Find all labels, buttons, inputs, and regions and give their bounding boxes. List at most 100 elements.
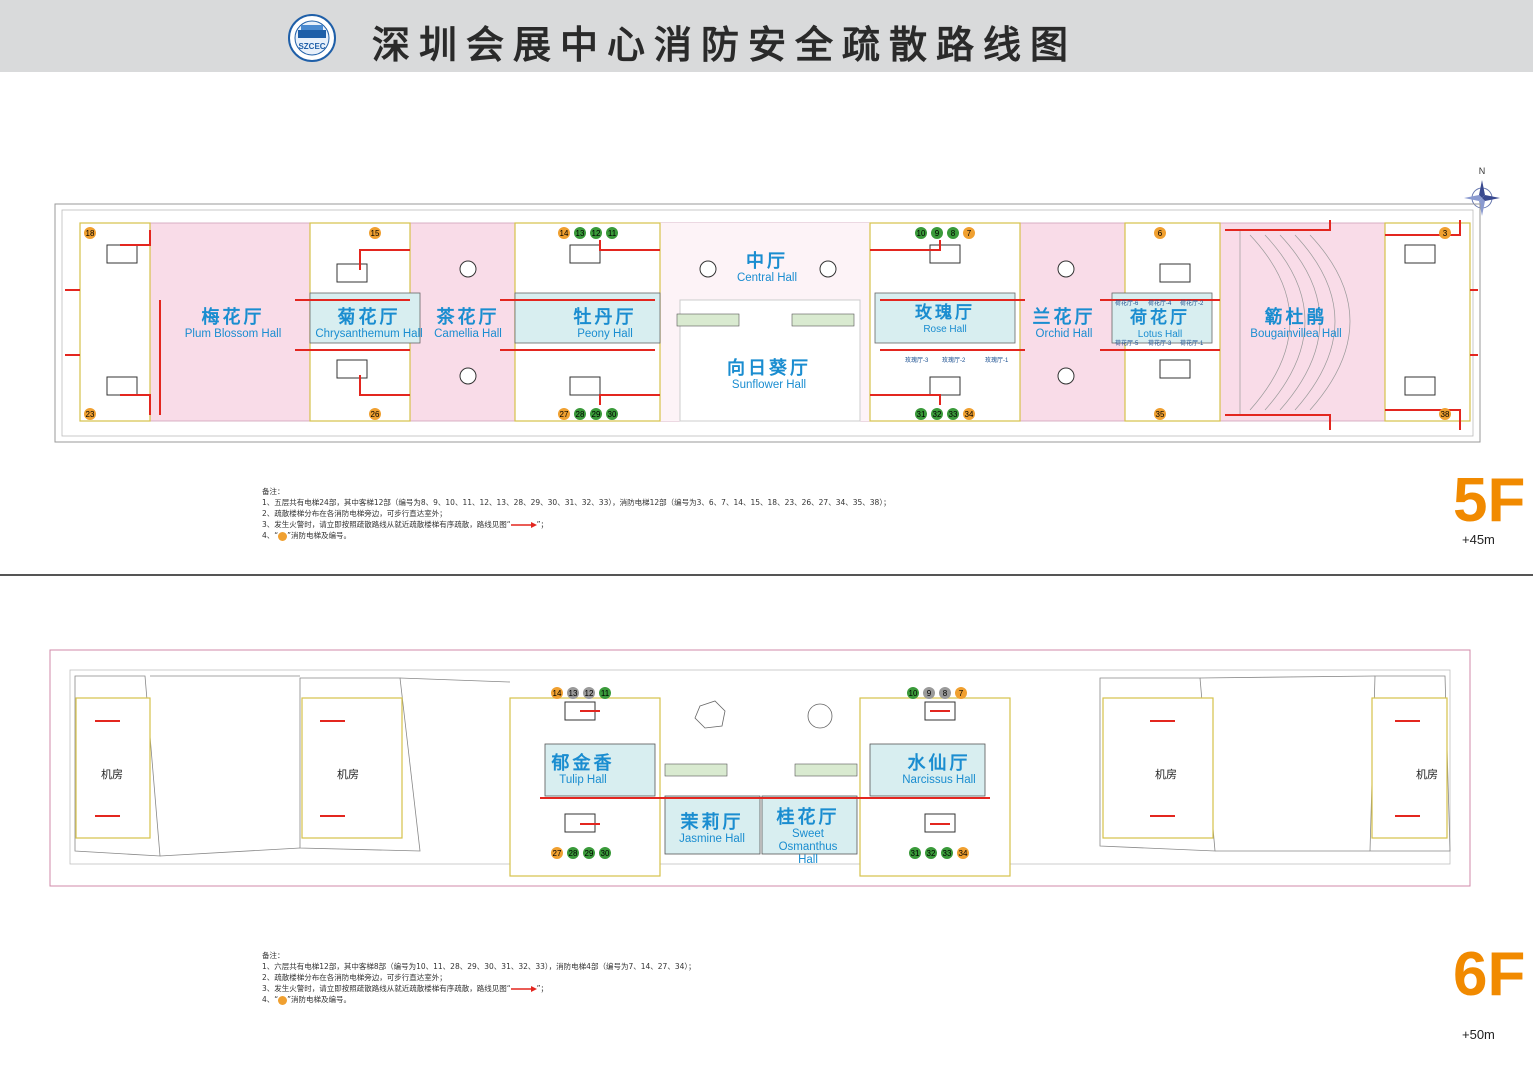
- hall-name-cn: 茶花厅: [436, 307, 500, 328]
- machine-room-label: 机房: [101, 768, 123, 781]
- hall-label-camellia: 茶花厅 Camellia Hall: [434, 308, 502, 341]
- building-outline: [54, 203, 1481, 443]
- escalators: [664, 763, 858, 777]
- note-line: 4、“: [262, 995, 279, 1004]
- hall-label-peony: 牡丹厅 Peony Hall: [574, 308, 637, 341]
- hall-name-cn: 郁金香: [551, 753, 615, 774]
- elevator-number: 3: [1443, 229, 1448, 238]
- hall-name-cn: 玫瑰厅: [915, 303, 975, 323]
- hall-name-cn: 水仙厅: [907, 753, 971, 774]
- hall-name-cn: 中厅: [745, 251, 788, 272]
- hall-name-en: Chrysanthemum Hall: [315, 328, 423, 340]
- hall-label-plum-blossom: 梅花厅 Plum Blossom Hall: [185, 308, 282, 341]
- elevator-number: 33: [949, 410, 958, 419]
- elevator-number: 13: [569, 689, 578, 698]
- hall-name-en: Orchid Hall: [1035, 328, 1093, 340]
- note-line: 2、疏散楼梯分布在各消防电梯旁边，可步行直达室外；: [262, 973, 447, 982]
- note-line: 3、发生火警时，请立即按照疏散路线从就近疏散楼梯有序疏散，路线见图“: [262, 520, 511, 529]
- elevator-number: 31: [917, 410, 926, 419]
- compass-north-label: N: [1479, 166, 1486, 176]
- hall-rooms: [309, 292, 1213, 344]
- hall-name-en: Tulip Hall: [559, 774, 607, 786]
- elevator-number: 28: [569, 849, 578, 858]
- title-bar: SZCEC 深圳会展中心消防安全疏散路线图: [0, 0, 1533, 72]
- elevator-number: 26: [371, 410, 380, 419]
- elevator-number: 23: [86, 410, 95, 419]
- note-line: 1、六层共有电梯12部，其中客梯8部（编号为10、11、28、29、30、31、…: [262, 962, 696, 971]
- floor-6-notes: 备注： 1、六层共有电梯12部，其中客梯8部（编号为10、11、28、29、30…: [262, 950, 696, 1005]
- elevator-number: 31: [911, 849, 920, 858]
- hall-label-tulip: 郁金香 Tulip Hall: [552, 754, 615, 787]
- info-markers: [459, 260, 1075, 385]
- szcec-logo: SZCEC: [288, 14, 336, 62]
- note-line: ”消防电梯及编号。: [287, 995, 352, 1004]
- fire-elevator-icon: [278, 531, 288, 541]
- hall-name-en: Lotus Hall: [1137, 329, 1183, 340]
- elevator-number: 11: [601, 689, 610, 698]
- note-line: 4、“: [262, 531, 279, 540]
- compass-icon: N: [1464, 166, 1500, 216]
- machine-room-label: 机房: [1155, 768, 1177, 781]
- sub-room-label: 玫瑰厅-1: [985, 356, 1009, 364]
- hall-name-en: Peony Hall: [577, 328, 633, 340]
- elevator-number: 12: [592, 229, 601, 238]
- hall-name-cn: 簕杜鹃: [1264, 307, 1328, 328]
- hall-name-en: Plum Blossom Hall: [184, 328, 282, 340]
- sub-room-label: 玫瑰厅-2: [942, 356, 966, 364]
- elevator-number: 33: [943, 849, 952, 858]
- hall-label-orchid: 兰花厅 Orchid Hall: [1033, 308, 1096, 341]
- note-line: 3、发生火警时，请立即按照疏散路线从就近疏散楼梯有序疏散，路线见图“: [262, 984, 511, 993]
- elevator-number: 32: [927, 849, 936, 858]
- hall-label-narcissus: 水仙厅 Narcissus Hall: [902, 754, 976, 787]
- elevator-number: 7: [967, 229, 972, 238]
- floor-6-height: +50m: [1462, 1027, 1495, 1042]
- floor-5-panel: N: [0, 72, 1533, 574]
- floor-5-label: 5F: [1453, 466, 1526, 535]
- hall-name-cn: 菊花厅: [337, 307, 401, 328]
- elevator-number: 32: [933, 410, 942, 419]
- elevator-number: 27: [560, 410, 569, 419]
- sub-room-label: 荷花厅-3: [1148, 339, 1172, 347]
- floor-6-plan: 14 13 12 11 27 28 29 30 10 9 8 7 31 32 3…: [49, 649, 1471, 887]
- elevator-number: 11: [608, 229, 617, 238]
- note-line: 2、疏散楼梯分布在各消防电梯旁边，可步行直达室外；: [262, 509, 447, 518]
- note-line: 1、五层共有电梯24部，其中客梯12部（编号为8、9、10、11、12、13、2…: [262, 498, 891, 507]
- hall-label-sunflower: 向日葵厅 Sunflower Hall: [727, 359, 811, 392]
- sub-room-label: 荷花厅-6: [1115, 299, 1139, 307]
- hall-label-chrysanthemum: 菊花厅 Chrysanthemum Hall: [315, 308, 422, 341]
- note-line: 备注：: [262, 951, 285, 960]
- stair-boxes: [106, 244, 1436, 396]
- hall-label-sweet-osmanthus: 桂花厅 Sweet Osmanthus Hall: [768, 808, 848, 867]
- elevator-markers-6f: 14 13 12 11 27 28 29 30 10 9 8 7 31 32 3…: [551, 687, 969, 859]
- floor-5-notes: 备注： 1、五层共有电梯24部，其中客梯12部（编号为8、9、10、11、12、…: [262, 486, 891, 541]
- page-title: 深圳会展中心消防安全疏散路线图: [372, 23, 1078, 67]
- sub-room-labels: 玫瑰厅-3 玫瑰厅-2 玫瑰厅-1 荷花厅-6 荷花厅-4 荷花厅-2 荷花厅-…: [905, 299, 1204, 364]
- sub-room-label: 玫瑰厅-3: [905, 356, 929, 364]
- floor-6-label: 6F: [1453, 940, 1526, 1009]
- elevator-number: 14: [560, 229, 569, 238]
- hall-name-en: Camellia Hall: [434, 328, 502, 340]
- floor-6-panel: 14 13 12 11 27 28 29 30 10 9 8 7 31 32 3…: [0, 576, 1533, 1080]
- sub-room-label: 荷花厅-5: [1115, 339, 1139, 347]
- elevator-number: 7: [959, 689, 964, 698]
- elevator-number: 34: [959, 849, 968, 858]
- machine-room-label: 机房: [1416, 768, 1438, 781]
- hall-name-cn: 梅花厅: [201, 307, 265, 328]
- hall-label-bougainvillea: 簕杜鹃 Bougainvillea Hall: [1250, 308, 1341, 341]
- hall-name-cn: 桂花厅: [776, 807, 840, 828]
- hall-name-cn: 向日葵厅: [727, 358, 811, 379]
- elevator-number: 29: [585, 849, 594, 858]
- floor-5-height: +45m: [1462, 532, 1495, 547]
- elevator-number: 28: [576, 410, 585, 419]
- atrium-shapes: [694, 700, 833, 729]
- hall-name-en: Bougainvillea Hall: [1250, 328, 1342, 340]
- hall-label-central: 中厅 Central Hall: [737, 252, 797, 285]
- hall-name-cn: 荷花厅: [1130, 308, 1190, 328]
- elevator-number: 34: [965, 410, 974, 419]
- hall-name-en: Sweet Osmanthus Hall: [778, 828, 838, 866]
- elevator-number: 13: [576, 229, 585, 238]
- elevator-number: 9: [935, 229, 940, 238]
- elevator-number: 38: [1441, 410, 1450, 419]
- elevator-number: 15: [371, 229, 380, 238]
- machine-room-label: 机房: [337, 768, 359, 781]
